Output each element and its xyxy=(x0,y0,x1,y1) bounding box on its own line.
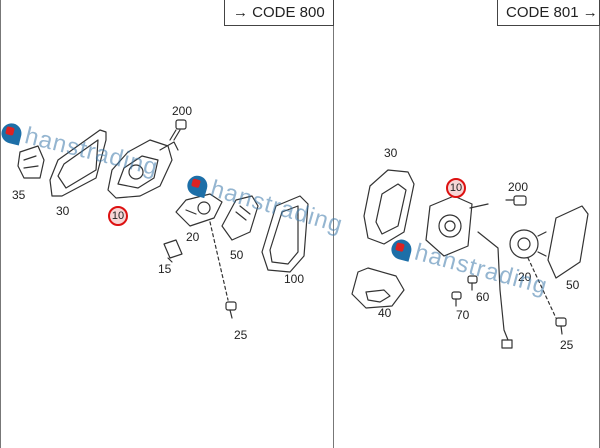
callout-50-left: 50 xyxy=(230,248,244,262)
callout-200-left: 200 xyxy=(172,104,193,118)
part-30-housing-right xyxy=(363,169,415,245)
part-cable-harness xyxy=(469,203,513,349)
part-200-screw-left xyxy=(169,119,187,141)
callout-20-left: 20 xyxy=(186,230,200,244)
part-70-screw xyxy=(451,291,462,307)
watermark-logo-icon xyxy=(389,236,414,262)
part-20-actuator-right xyxy=(509,229,547,259)
part-50-glass-left xyxy=(221,195,259,241)
callout-200-right: 200 xyxy=(508,180,529,194)
callout-30-right: 30 xyxy=(384,146,398,160)
callout-30-left: 30 xyxy=(56,204,70,218)
part-100-cover-frame xyxy=(261,195,309,273)
part-35-bracket xyxy=(17,145,45,179)
callout-15-left: 15 xyxy=(158,262,172,276)
callout-25-right: 25 xyxy=(560,338,574,352)
callout-10-left-highlight: 10 xyxy=(108,206,128,226)
callout-25-left: 25 xyxy=(234,328,248,342)
part-30-housing-left xyxy=(49,129,107,197)
part-40-cover xyxy=(351,267,405,309)
part-25-screw-left xyxy=(209,221,237,319)
part-200-screw-right xyxy=(505,195,527,206)
callout-10-right-highlight: 10 xyxy=(446,178,466,198)
callout-35-left: 35 xyxy=(12,188,26,202)
callout-70-right: 70 xyxy=(456,308,470,322)
part-10-mirror-bracket-right xyxy=(425,195,473,257)
part-20-actuator-left xyxy=(175,193,223,227)
part-10-mirror-bracket-left xyxy=(107,139,179,199)
callout-40-right: 40 xyxy=(378,306,392,320)
code-label-left: → CODE 800 xyxy=(224,0,334,26)
callout-60-right: 60 xyxy=(476,290,490,304)
watermark-logo-icon xyxy=(185,173,210,198)
part-50-glass-right xyxy=(547,205,589,279)
callout-50-right: 50 xyxy=(566,278,580,292)
watermark-logo-icon xyxy=(0,120,24,146)
part-25-screw-right xyxy=(527,257,567,335)
callout-20-right: 20 xyxy=(518,270,532,284)
part-15-bulb xyxy=(163,239,183,263)
callout-100-left: 100 xyxy=(284,272,305,286)
part-60-screw xyxy=(467,275,478,291)
